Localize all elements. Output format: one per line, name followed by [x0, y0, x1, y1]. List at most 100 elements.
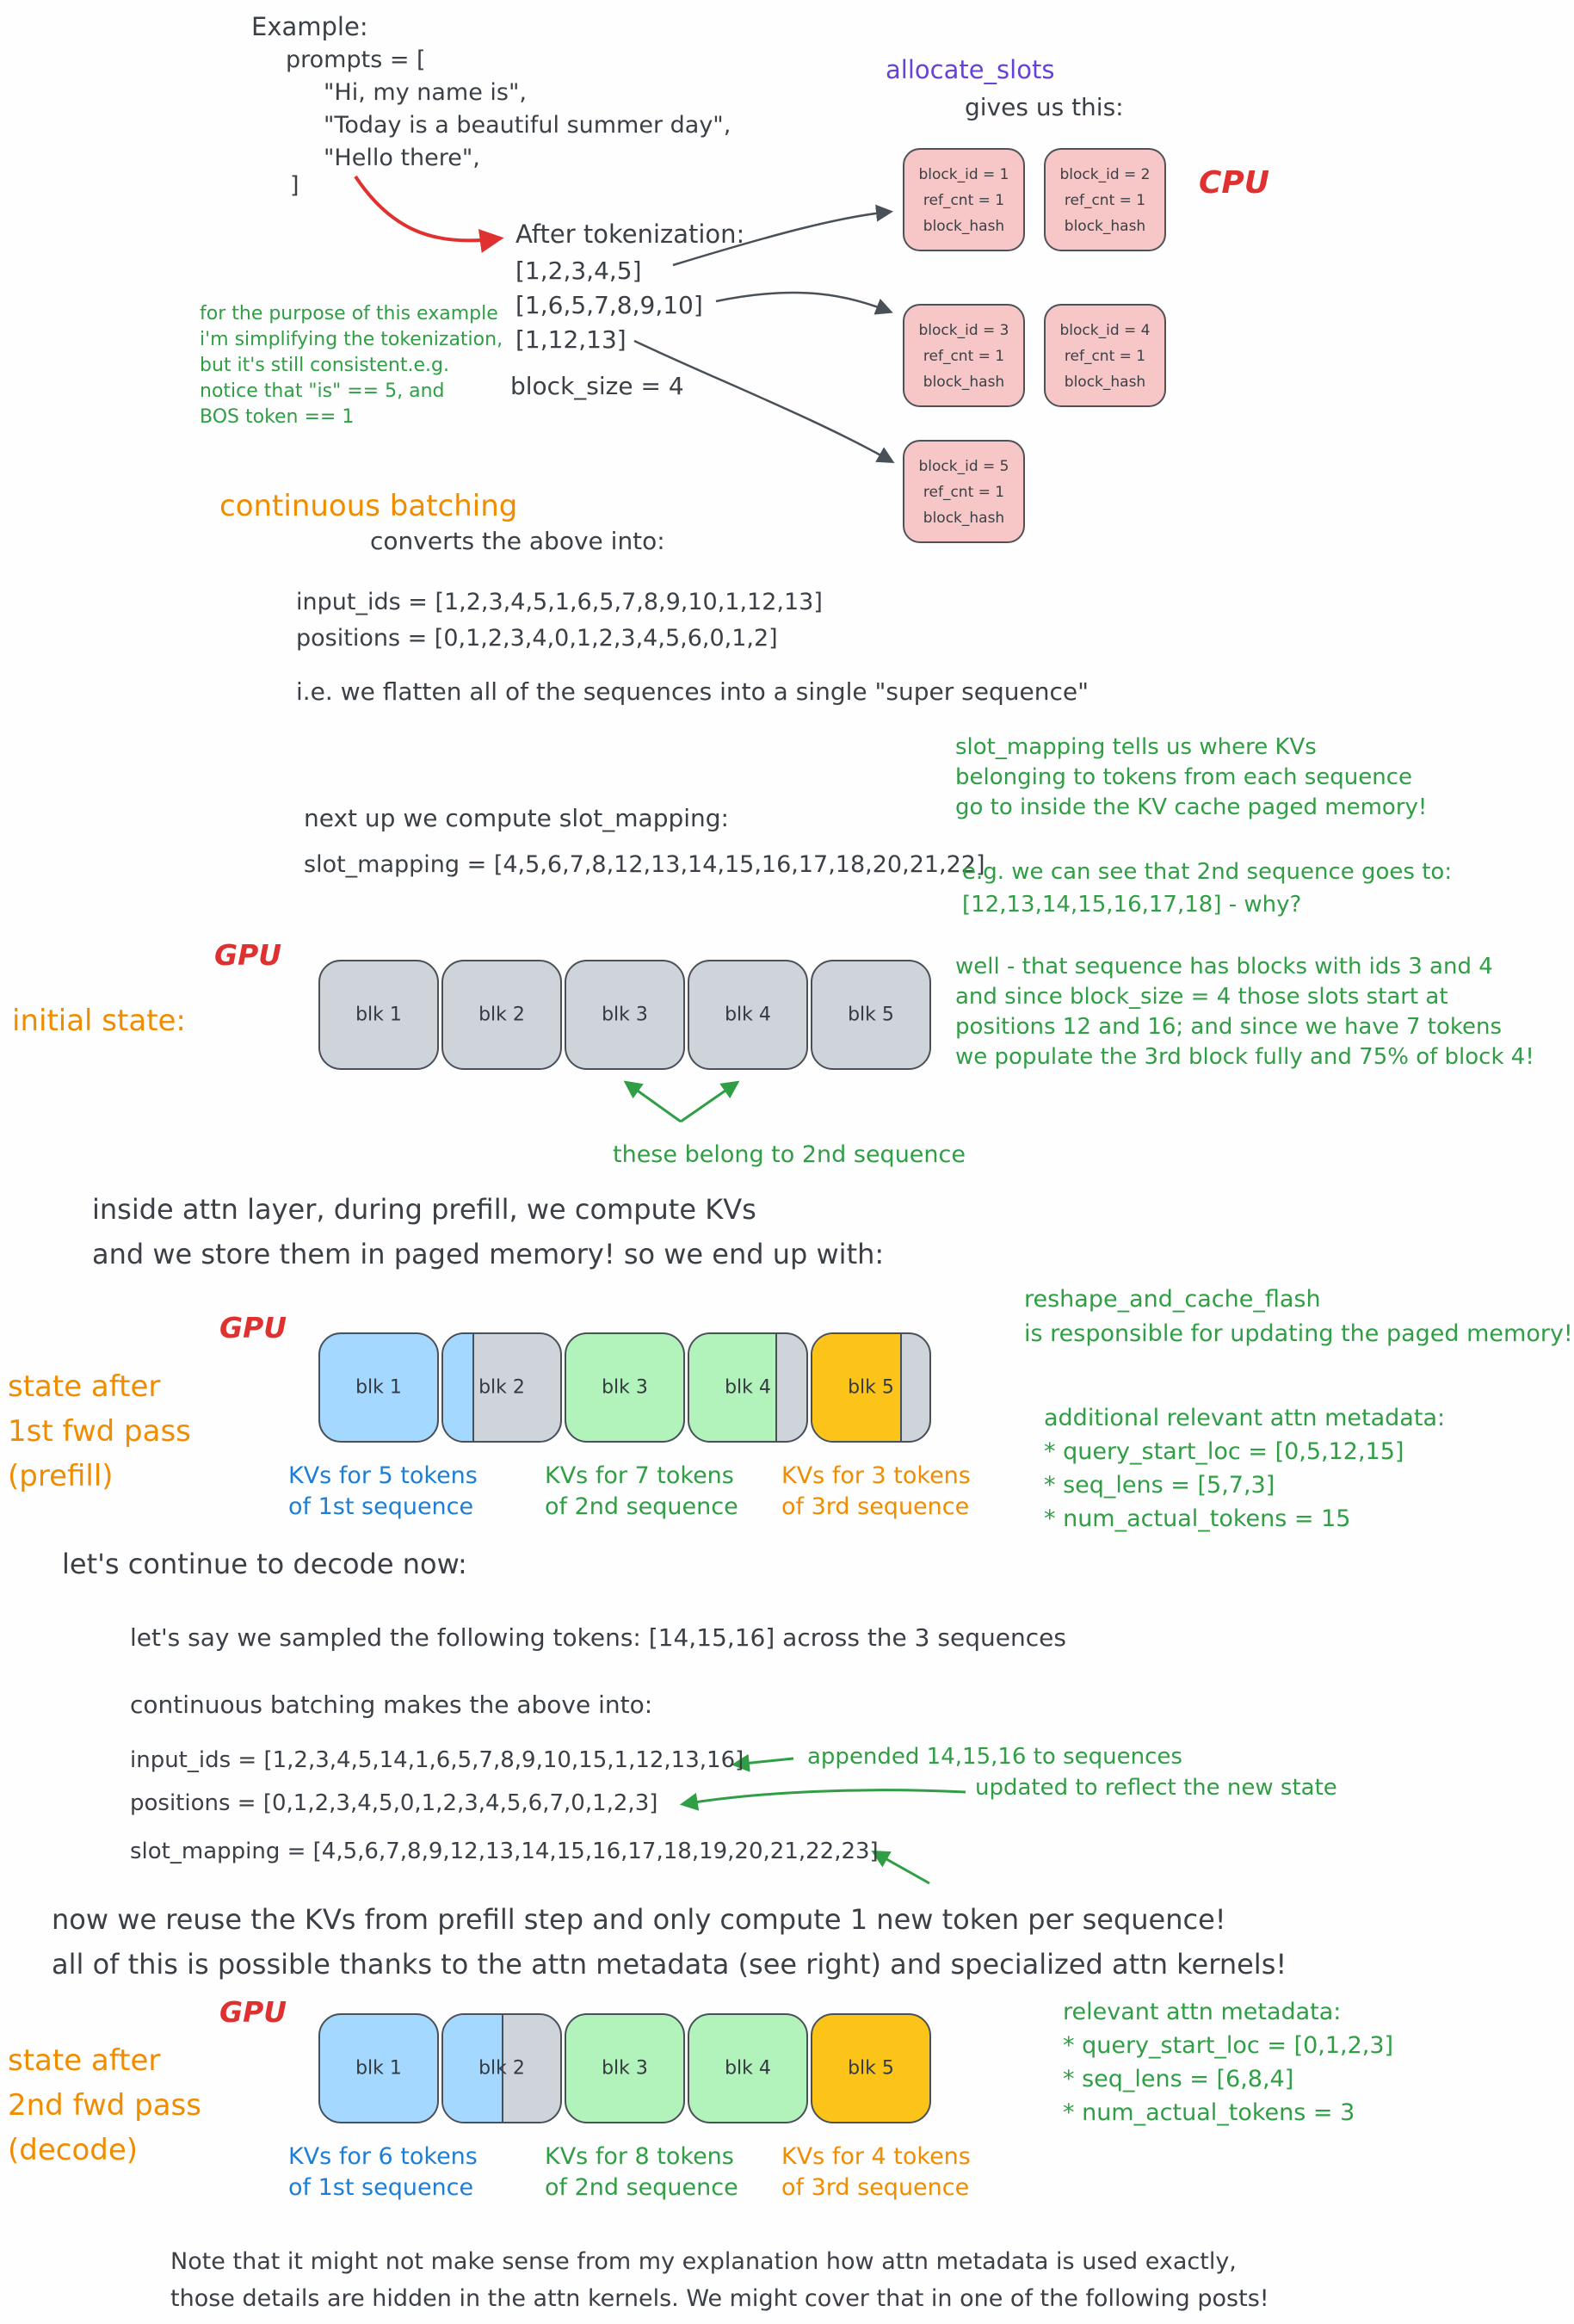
decode-input-ids: input_ids = [1,2,3,4,5,14,1,6,5,7,8,9,10…	[130, 1747, 744, 1773]
initial-block-1: blk 1	[318, 960, 439, 1070]
decode-block-3: blk 3	[565, 2013, 685, 2123]
cpu-block-4-id: block_id = 4	[1059, 322, 1151, 339]
arrow-updated-note	[679, 1789, 966, 1811]
prompt-line-3: "Hello there",	[324, 145, 480, 171]
cpu-block-2: block_id = 2 ref_cnt = 1 block_hash	[1044, 148, 1166, 251]
prefill-block-1: blk 1	[318, 1332, 439, 1443]
cpu-block-3-refcnt: ref_cnt = 1	[923, 347, 1005, 365]
prompt-line-1: "Hi, my name is",	[324, 79, 527, 106]
decode-caption-seq2-line: KVs for 8 tokens	[545, 2143, 734, 2170]
decode-title: let's continue to decode now:	[62, 1548, 467, 1580]
arrow-prompts-to-tokenization	[354, 175, 504, 253]
decode-caption-seq1: KVs for 6 tokens of 1st sequence	[288, 2142, 478, 2203]
decode-block-2-blue-segment	[443, 2015, 503, 2122]
prompts-close: ]	[290, 172, 299, 199]
tokenization-note-line: but it's still consistent.e.g.	[200, 355, 449, 376]
cpu-block-1: block_id = 1 ref_cnt = 1 block_hash	[903, 148, 1025, 251]
initial-block-3-label: blk 3	[602, 1004, 648, 1026]
prefill-attn-metadata-line: * seq_lens = [5,7,3]	[1044, 1472, 1275, 1499]
arrow-belong-right	[680, 1080, 740, 1123]
prefill-state-label-line: state after	[8, 1369, 161, 1404]
decode-state-label-line: (decode)	[8, 2133, 139, 2167]
prefill-block-4-label: blk 4	[725, 1376, 771, 1399]
cpu-block-2-id: block_id = 2	[1059, 166, 1151, 183]
prefill-state-label-line: (prefill)	[8, 1459, 114, 1493]
decode-block-1-label: blk 1	[355, 2057, 402, 2080]
cpu-block-1-hash: block_hash	[923, 217, 1005, 235]
reshape-note-line: is responsible for updating the paged me…	[1024, 1320, 1573, 1347]
arrow-belong-left	[623, 1080, 682, 1123]
cpu-block-5: block_id = 5 ref_cnt = 1 block_hash	[903, 440, 1025, 543]
slot-mapping-note: slot_mapping tells us where KVs belongin…	[955, 732, 1427, 823]
token-list-2: [1,6,5,7,8,9,10]	[515, 291, 703, 319]
gpu-label-initial: GPU	[214, 938, 282, 972]
decode-attn-metadata-line: * query_start_loc = [0,1,2,3]	[1063, 2032, 1394, 2059]
prompt-line-2: "Today is a beautiful summer day",	[324, 112, 731, 139]
slot-mapping-example-line: [12,13,14,15,16,17,18] - why?	[962, 892, 1302, 918]
prefill-caption-seq1: KVs for 5 tokens of 1st sequence	[288, 1461, 478, 1523]
prefill-caption-seq3-line: of 3rd sequence	[781, 1493, 970, 1520]
initial-block-5-label: blk 5	[848, 1004, 894, 1026]
token-list-3: [1,12,13]	[515, 325, 627, 354]
token-list-1: [1,2,3,4,5]	[515, 257, 642, 285]
decode-block-3-label: blk 3	[602, 2057, 648, 2080]
cpu-label: CPU	[1199, 165, 1270, 201]
prefill-caption-seq1-line: of 1st sequence	[288, 1493, 474, 1520]
decode-caption-seq1-line: of 1st sequence	[288, 2174, 474, 2201]
prefill-block-5-label: blk 5	[848, 1376, 894, 1399]
decode-block-4-label: blk 4	[725, 2057, 771, 2080]
decode-state-label-line: 2nd fwd pass	[8, 2088, 201, 2123]
prefill-caption-seq2-line: of 2nd sequence	[545, 1493, 738, 1520]
belong-note: these belong to 2nd sequence	[613, 1141, 966, 1168]
prompts-open: prompts = [	[286, 46, 426, 73]
decode-caption-seq1-line: KVs for 6 tokens	[288, 2143, 478, 2170]
appended-note: appended 14,15,16 to sequences	[807, 1744, 1182, 1770]
initial-block-3: blk 3	[565, 960, 685, 1070]
decode-caption-seq2-line: of 2nd sequence	[545, 2174, 738, 2201]
slot-mapping-example: e.g. we can see that 2nd sequence goes t…	[962, 856, 1452, 921]
updated-note: updated to reflect the new state	[975, 1775, 1337, 1801]
prefill-state-label: state after 1st fwd pass (prefill)	[8, 1364, 191, 1499]
prefill-caption-seq2: KVs for 7 tokens of 2nd sequence	[545, 1461, 738, 1523]
why-explanation-line: we populate the 3rd block fully and 75% …	[955, 1044, 1534, 1070]
prefill-block-2-label: blk 2	[478, 1376, 525, 1399]
decode-state-label-line: state after	[8, 2043, 161, 2078]
prefill-caption-seq3-line: KVs for 3 tokens	[781, 1462, 971, 1489]
prefill-block-2: blk 2	[441, 1332, 562, 1443]
decode-block-5-label: blk 5	[848, 2057, 894, 2080]
decode-attn-metadata-line: * num_actual_tokens = 3	[1063, 2099, 1355, 2126]
cpu-block-5-refcnt: ref_cnt = 1	[923, 483, 1005, 501]
reuse-note-line2: all of this is possible thanks to the at…	[52, 1948, 1287, 1981]
decode-positions: positions = [0,1,2,3,4,5,0,1,2,3,4,5,6,7…	[130, 1790, 658, 1816]
prefill-block-5-yellow-segment	[812, 1334, 902, 1441]
converts-subtitle: converts the above into:	[370, 527, 665, 555]
prefill-caption-seq1-line: KVs for 5 tokens	[288, 1462, 478, 1489]
why-explanation-line: well - that sequence has blocks with ids…	[955, 954, 1493, 980]
arrow-tokens2-to-block3	[715, 291, 893, 315]
decode-attn-metadata: relevant attn metadata: * query_start_lo…	[1063, 1995, 1393, 2129]
reshape-note: reshape_and_cache_flash is responsible f…	[1024, 1283, 1573, 1351]
slot-mapping-example-line: e.g. we can see that 2nd sequence goes t…	[962, 859, 1453, 885]
decode-caption-seq3-line: KVs for 4 tokens	[781, 2143, 971, 2170]
initial-block-2-label: blk 2	[478, 1004, 525, 1026]
reshape-note-line: reshape_and_cache_flash	[1024, 1286, 1321, 1313]
initial-block-1-label: blk 1	[355, 1004, 402, 1026]
arrow-tokens3-to-block5	[633, 339, 895, 463]
continuous-batching-title: continuous batching	[219, 489, 518, 523]
cpu-block-3-hash: block_hash	[923, 373, 1005, 391]
tokenization-note-line: notice that "is" == 5, and	[200, 380, 445, 402]
prefill-input-ids: input_ids = [1,2,3,4,5,1,6,5,7,8,9,10,1,…	[296, 589, 823, 615]
slot-mapping-value: slot_mapping = [4,5,6,7,8,12,13,14,15,16…	[304, 851, 985, 878]
prefill-block-3-label: blk 3	[602, 1376, 648, 1399]
prefill-block-1-label: blk 1	[355, 1376, 402, 1399]
allocate-slots-title: allocate_slots	[886, 55, 1055, 84]
decode-attn-metadata-line: relevant attn metadata:	[1063, 1999, 1342, 2025]
decode-state-label: state after 2nd fwd pass (decode)	[8, 2038, 201, 2173]
prefill-block-4: blk 4	[688, 1332, 808, 1443]
cpu-block-5-hash: block_hash	[923, 509, 1005, 527]
flatten-note: i.e. we flatten all of the sequences int…	[296, 677, 1089, 706]
cpu-block-2-refcnt: ref_cnt = 1	[1064, 191, 1146, 209]
initial-state-label: initial state:	[12, 1004, 186, 1038]
footer-note-line2: those details are hidden in the attn ker…	[170, 2285, 1269, 2312]
